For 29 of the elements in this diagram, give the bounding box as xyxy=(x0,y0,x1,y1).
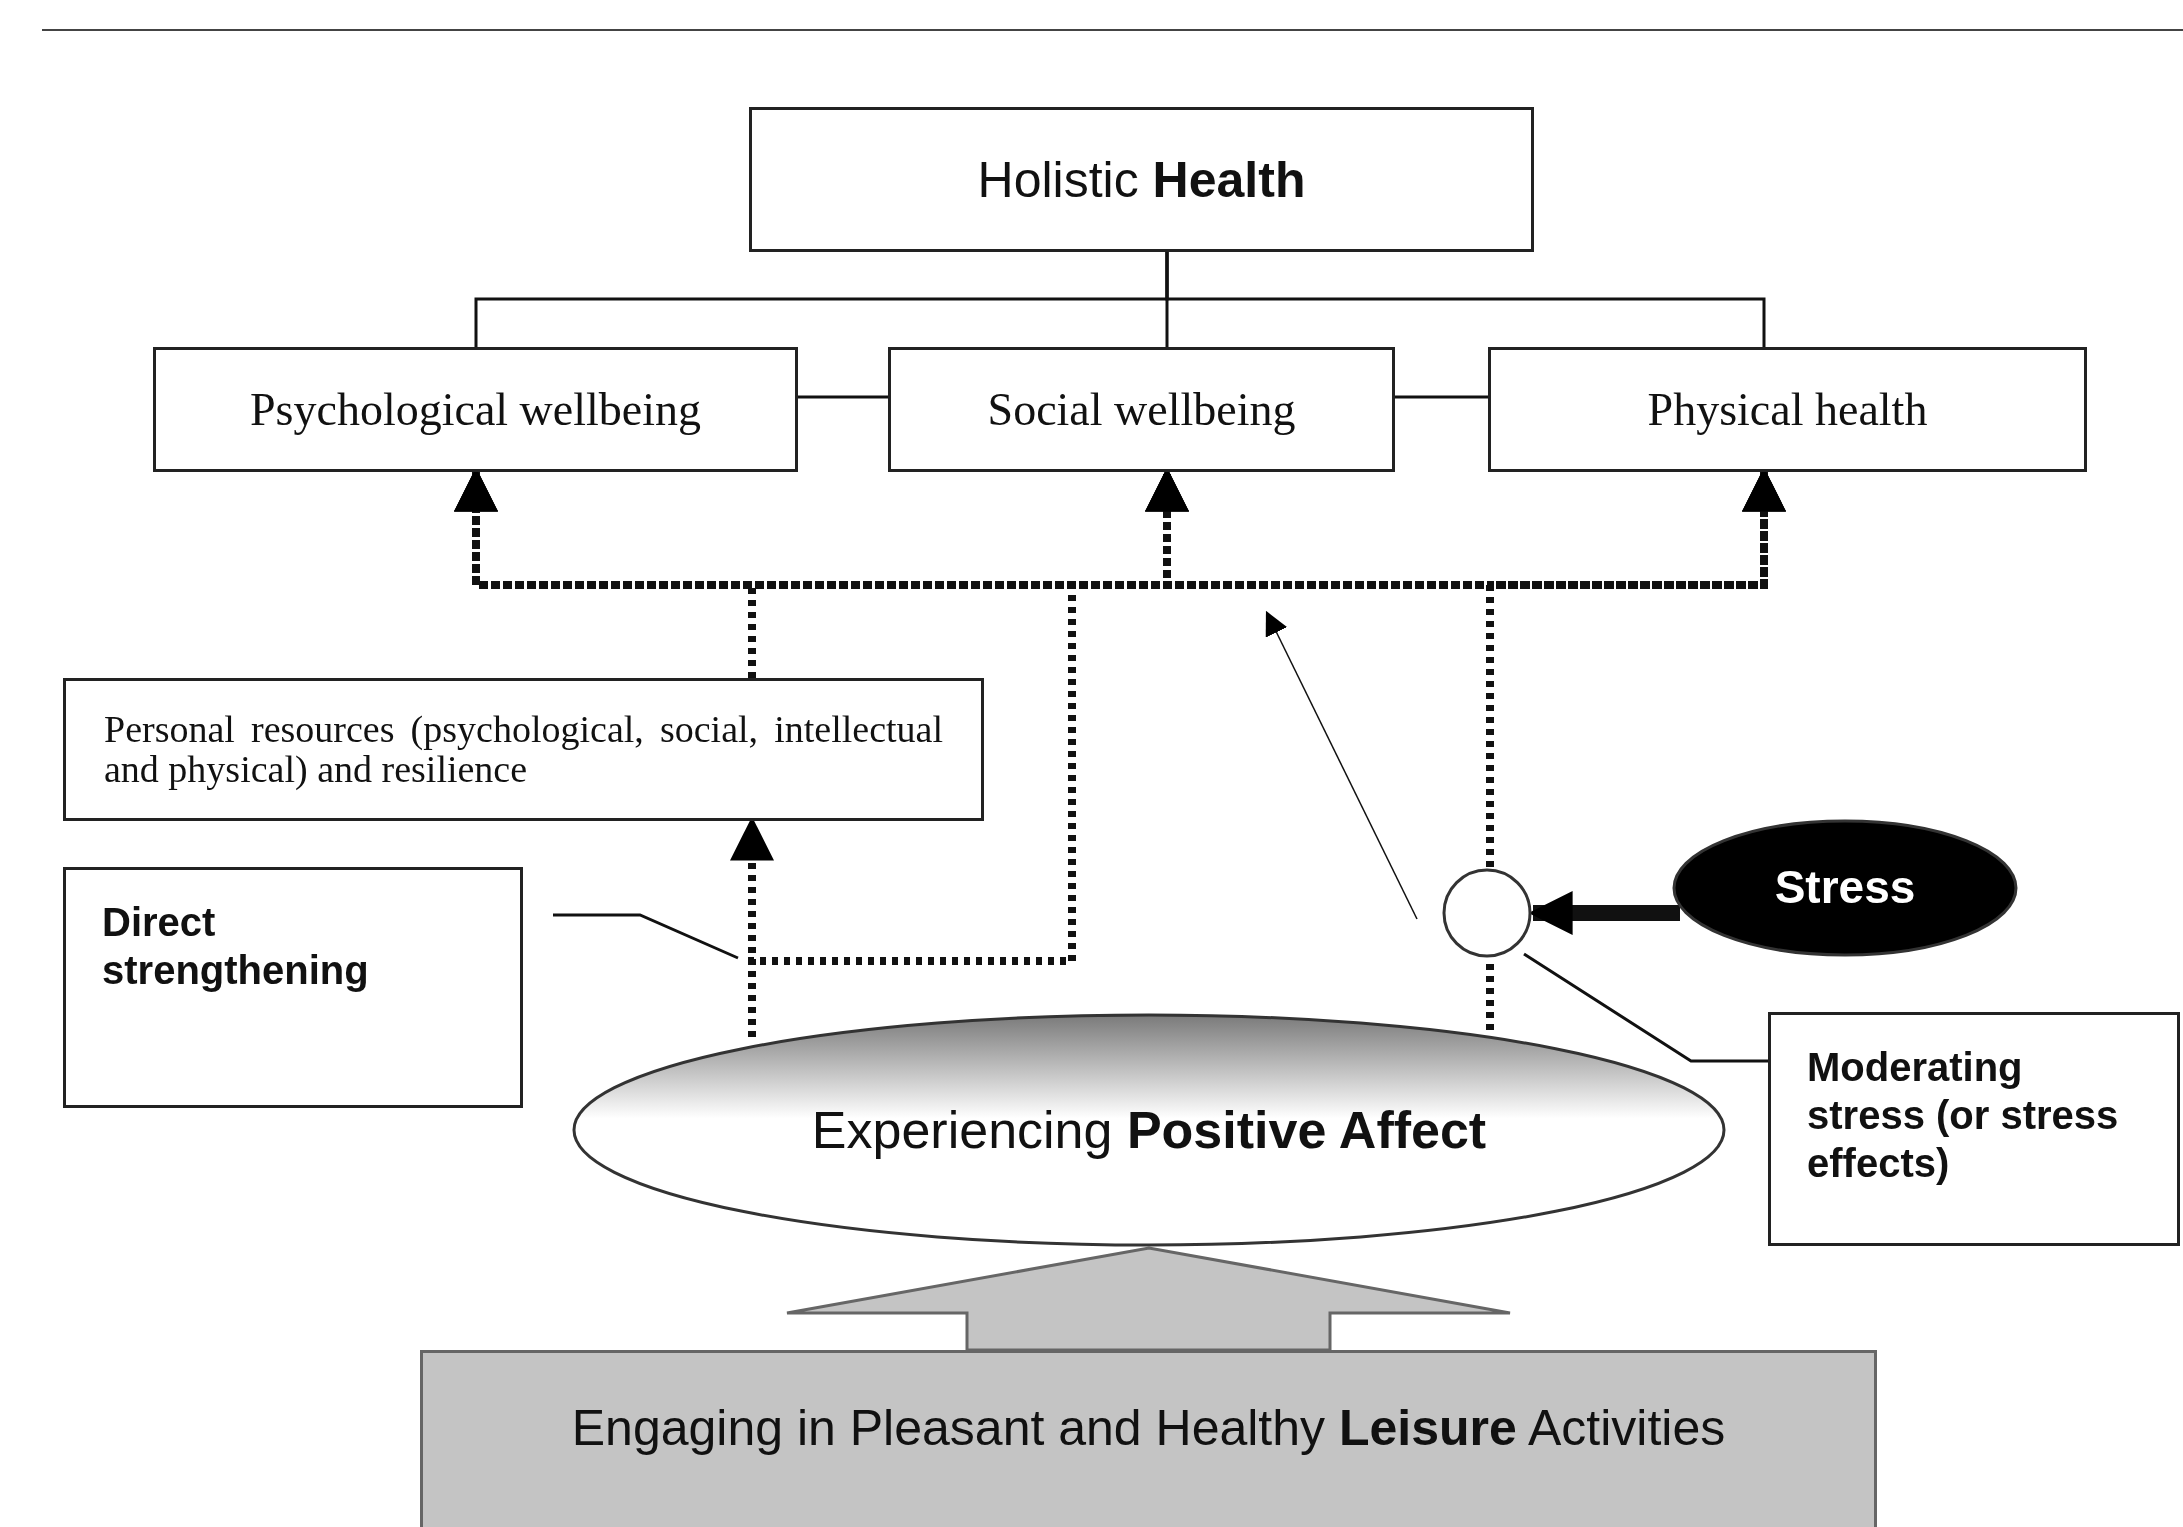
leader-line xyxy=(1265,610,1418,920)
node-label: Social wellbeing xyxy=(987,382,1296,437)
activity-box xyxy=(420,1350,1877,1527)
node-label: Engaging in Pleasant and Healthy Leisure Activities xyxy=(571,1399,1726,1458)
leader-line xyxy=(1523,952,1768,1063)
title-box xyxy=(749,107,1534,252)
connector xyxy=(1165,252,1766,347)
outcome-box xyxy=(153,347,798,472)
resources-box xyxy=(63,678,984,821)
block-arrow xyxy=(785,1246,1512,1352)
node-label: Personal resources (psychological, social, intellectual and physical) and resilience xyxy=(103,709,944,790)
connector xyxy=(798,395,888,399)
moderator-circle xyxy=(1441,867,1533,959)
note-box xyxy=(63,867,523,1108)
node-label: Psychological wellbeing xyxy=(250,382,701,437)
node-label: Holistic Health xyxy=(977,150,1306,210)
leader-line xyxy=(553,913,739,960)
node-label: Stress xyxy=(1774,860,1916,916)
arrow xyxy=(1528,891,1680,935)
affect-ellipse xyxy=(571,1012,1727,1248)
node-label: Moderating stress (or stress effects) xyxy=(1807,1044,2120,1187)
outcome-box xyxy=(1488,347,2087,472)
stress-ellipse xyxy=(1671,818,2019,958)
node-label: Direct strengthening xyxy=(102,899,370,994)
connector xyxy=(1395,395,1488,399)
node-label: Experiencing Positive Affect xyxy=(811,1099,1487,1161)
outcome-box xyxy=(888,347,1395,472)
note-box xyxy=(1768,1012,2180,1246)
node-label: Physical health xyxy=(1647,382,1928,437)
